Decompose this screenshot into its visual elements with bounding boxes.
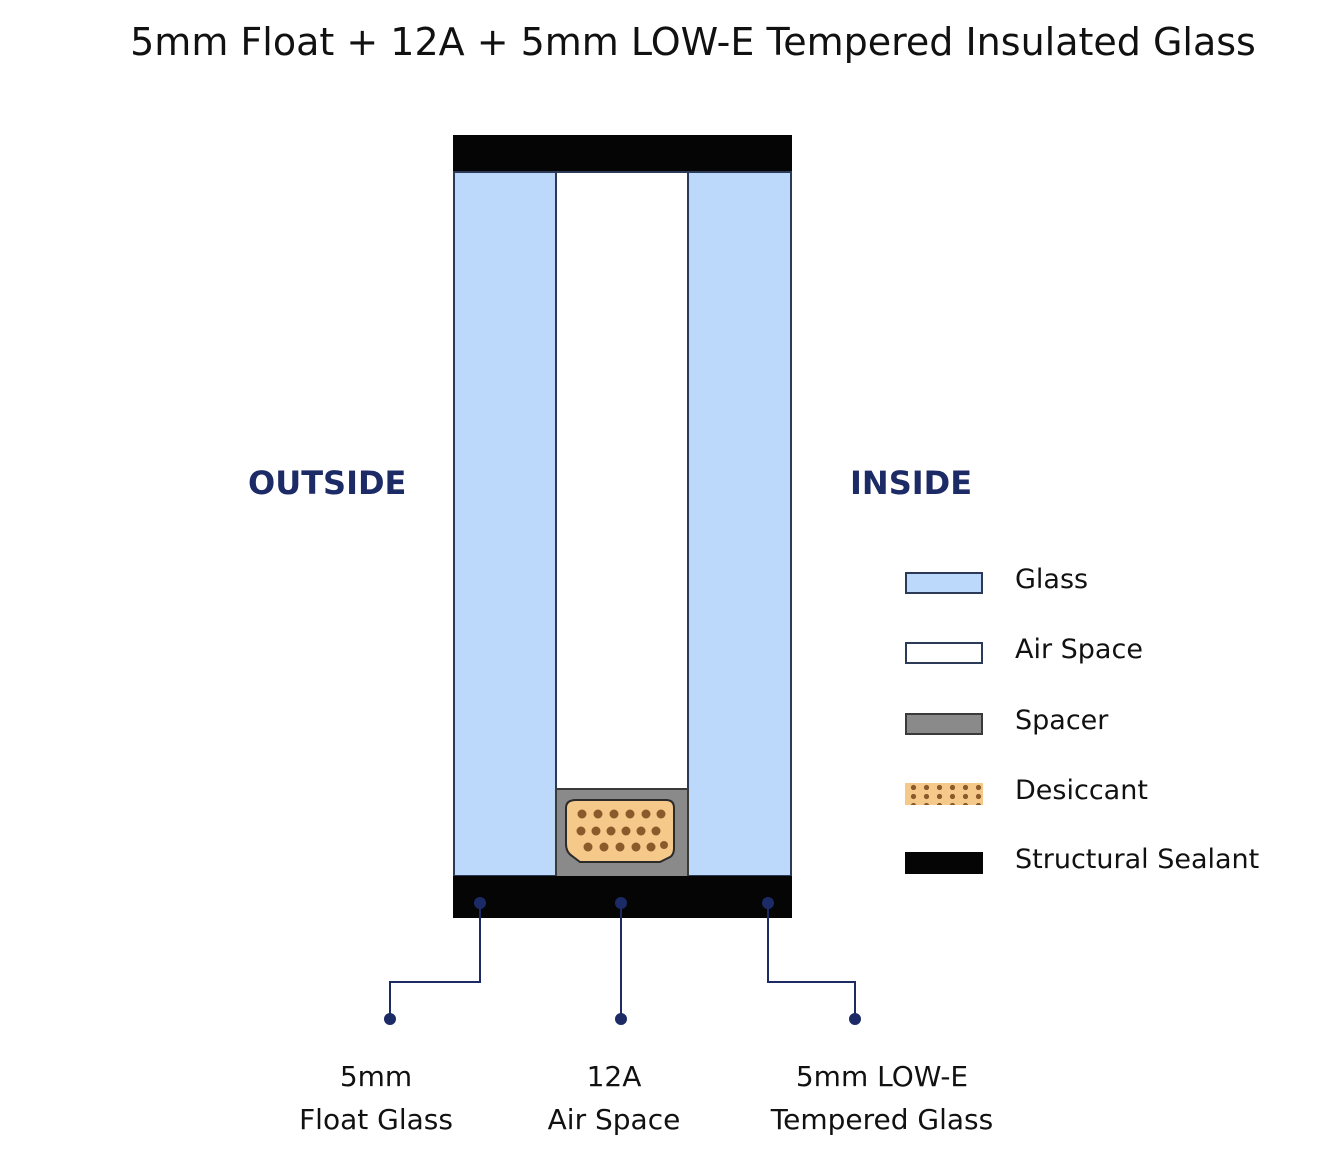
desiccant-dot xyxy=(625,809,635,819)
desiccant-dot xyxy=(593,809,603,819)
legend-label-structural-sealant: Structural Sealant xyxy=(1015,844,1260,875)
outside-label: OUTSIDE xyxy=(248,464,407,502)
outer-float-glass-pane xyxy=(453,171,557,877)
desiccant-dot xyxy=(631,842,641,852)
desiccant-dot xyxy=(577,809,587,819)
top-structural-sealant xyxy=(453,135,792,173)
callout-air-space: 12A Air Space xyxy=(514,1055,714,1141)
legend-label-desiccant: Desiccant xyxy=(1015,775,1148,806)
callout-float-glass-line2: Float Glass xyxy=(299,1103,453,1136)
desiccant-dot xyxy=(651,826,661,836)
desiccant-dot xyxy=(609,809,619,819)
leader-dot xyxy=(474,897,486,909)
desiccant-dot xyxy=(591,826,601,836)
callout-lowe-tempered-glass-line1: 5mm LOW-E xyxy=(795,1060,969,1093)
desiccant-dot xyxy=(641,809,651,819)
legend-label-glass: Glass xyxy=(1015,564,1089,595)
desiccant-dot xyxy=(621,826,631,836)
desiccant-dot xyxy=(576,826,586,836)
callout-lowe-tempered-glass-line2: Tempered Glass xyxy=(770,1103,994,1136)
inner-lowe-tempered-glass-pane xyxy=(687,171,792,877)
legend-swatch-desiccant xyxy=(905,783,983,805)
leader-lines xyxy=(389,903,856,1019)
desiccant-dot xyxy=(636,826,646,836)
legend-swatch-spacer xyxy=(905,713,983,735)
desiccant-dot xyxy=(656,809,666,819)
leader-dot xyxy=(849,1013,861,1025)
legend-label-spacer: Spacer xyxy=(1015,705,1109,736)
leader-dot xyxy=(615,897,627,909)
desiccant-dot xyxy=(583,842,593,852)
callout-float-glass: 5mm Float Glass xyxy=(276,1055,476,1141)
callout-lowe-tempered-glass: 5mm LOW-E Tempered Glass xyxy=(742,1055,1022,1141)
bottom-structural-sealant xyxy=(453,876,792,918)
leader-dot xyxy=(762,897,774,909)
legend-swatch-structural-sealant xyxy=(905,852,983,874)
desiccant-dot xyxy=(606,826,616,836)
desiccant-dot xyxy=(615,842,625,852)
leader-line-float-glass xyxy=(389,903,481,1019)
leader-line-lowe-glass xyxy=(767,903,856,1019)
callout-air-space-line2: Air Space xyxy=(547,1103,681,1136)
desiccant-dot xyxy=(646,842,656,852)
leader-dot xyxy=(384,1013,396,1025)
page-title: 5mm Float + 12A + 5mm LOW-E Tempered Ins… xyxy=(130,20,1256,64)
inside-label: INSIDE xyxy=(850,464,973,502)
legend-label-air-space: Air Space xyxy=(1015,634,1143,665)
legend-swatch-air-space xyxy=(905,642,983,664)
air-space xyxy=(555,171,689,791)
desiccant-dot xyxy=(599,842,609,852)
leader-dot xyxy=(615,1013,627,1025)
callout-float-glass-line1: 5mm xyxy=(339,1060,413,1093)
leader-dots xyxy=(384,897,861,1025)
callout-air-space-line1: 12A xyxy=(586,1060,642,1093)
desiccant-dots xyxy=(576,809,668,852)
desiccant-dot xyxy=(660,841,668,849)
legend-swatch-glass xyxy=(905,572,983,594)
